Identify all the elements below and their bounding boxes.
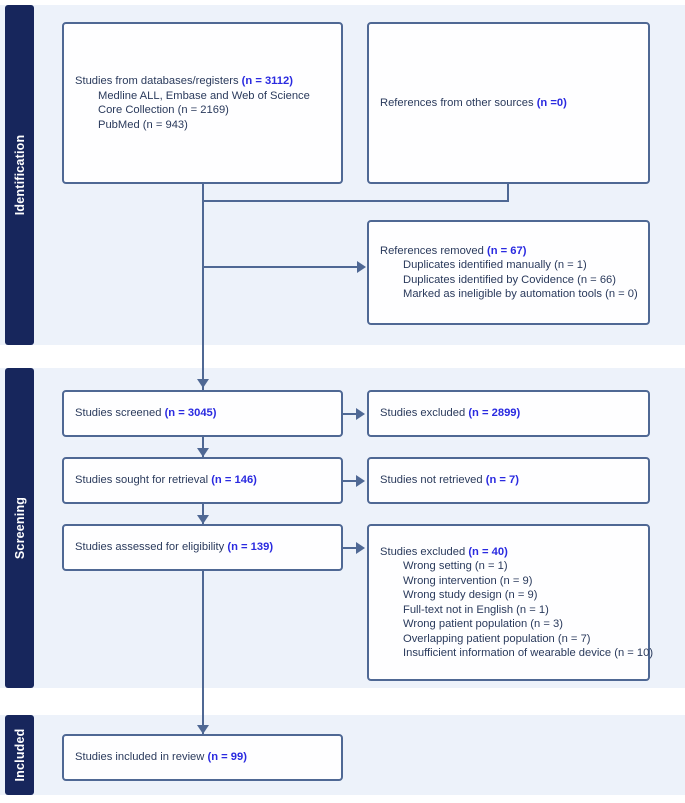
box-studies-assessed-eligibility: Studies assessed for eligibility (n = 13… bbox=[62, 524, 343, 571]
box-assessed-heading-text: Studies assessed for eligibility bbox=[75, 541, 228, 554]
box-databases-heading-text: Studies from databases/registers bbox=[75, 75, 242, 87]
box-removed-sub-0: Duplicates identified manually (n = 1) bbox=[403, 259, 587, 271]
box-databases-heading: Studies from databases/registers (n = 31… bbox=[75, 74, 330, 89]
box-assessed-count: (n = 139) bbox=[227, 541, 274, 554]
box-excluded-eligibility-sub-1: Wrong intervention (n = 9) bbox=[403, 574, 533, 587]
box-studies-excluded-screening: Studies excluded (n = 2899) bbox=[367, 390, 650, 437]
connector-assessed-to-included bbox=[202, 571, 204, 734]
stage-tab-included: Included bbox=[5, 715, 34, 795]
box-studies-excluded-eligibility: Studies excluded (n = 40) Wrong setting … bbox=[367, 524, 654, 681]
box-other-sources-count: (n =0) bbox=[536, 96, 567, 109]
box-removed-heading-text: References removed bbox=[380, 244, 487, 257]
arrowhead-to-studies-screened-icon bbox=[197, 379, 209, 388]
stage-tab-screening: Screening bbox=[5, 368, 34, 688]
box-excluded-screening-heading: Studies excluded (n = 2899) bbox=[380, 406, 637, 421]
box-included-count: (n = 99) bbox=[207, 751, 247, 764]
arrowhead-to-references-removed-icon bbox=[357, 261, 366, 273]
box-databases-count: (n = 3112) bbox=[241, 75, 293, 87]
box-databases-sub-1: Core Collection (n = 2169) bbox=[98, 104, 229, 116]
arrowhead-to-assessed-eligibility-icon bbox=[197, 515, 209, 524]
connector-screened-to-sought bbox=[202, 437, 204, 457]
box-removed-sub-1: Duplicates identified by Covidence (n = … bbox=[403, 273, 616, 286]
connector-screened-to-excluded bbox=[343, 413, 363, 415]
arrowhead-to-sought-retrieval-icon bbox=[197, 448, 209, 457]
connector-to-references-removed bbox=[202, 266, 359, 268]
connector-databases-stub bbox=[202, 184, 204, 202]
box-references-removed: References removed (n = 67) Duplicates i… bbox=[367, 220, 650, 325]
box-studies-from-databases: Studies from databases/registers (n = 31… bbox=[62, 22, 343, 184]
box-excluded-eligibility-sub-2: Wrong study design (n = 9) bbox=[403, 589, 538, 601]
box-not-retrieved-heading-text: Studies not retrieved bbox=[380, 474, 486, 487]
connector-assessed-to-excluded bbox=[343, 547, 363, 549]
box-not-retrieved-heading: Studies not retrieved (n = 7) bbox=[380, 473, 637, 488]
box-removed-heading: References removed (n = 67) bbox=[380, 244, 637, 259]
arrowhead-to-studies-included-icon bbox=[197, 725, 209, 734]
box-databases-sub-0: Medline ALL, Embase and Web of Science bbox=[98, 89, 310, 102]
box-sought-heading: Studies sought for retrieval (n = 146) bbox=[75, 473, 330, 488]
stage-tab-identification: Identification bbox=[5, 5, 34, 345]
box-studies-screened: Studies screened (n = 3045) bbox=[62, 390, 343, 437]
box-excluded-eligibility-sub-6: Insufficient information of wearable dev… bbox=[403, 647, 654, 659]
box-studies-not-retrieved: Studies not retrieved (n = 7) bbox=[367, 457, 650, 504]
box-removed-count: (n = 67) bbox=[486, 244, 527, 257]
arrowhead-to-not-retrieved-icon bbox=[356, 475, 365, 487]
box-sought-count: (n = 146) bbox=[211, 474, 257, 487]
arrowhead-to-excluded-eligibility-icon bbox=[356, 542, 365, 554]
box-other-sources-heading: References from other sources (n =0) bbox=[380, 96, 637, 111]
connector-other-sources-stub bbox=[507, 184, 509, 202]
box-included-heading-text: Studies included in review bbox=[75, 751, 208, 764]
box-included-heading: Studies included in review (n = 99) bbox=[75, 750, 330, 765]
stage-label-included: Included bbox=[12, 728, 27, 782]
box-excluded-screening-heading-text: Studies excluded bbox=[380, 407, 469, 420]
box-excluded-eligibility-sub-3: Full-text not in English (n = 1) bbox=[403, 603, 549, 616]
box-studies-sought-retrieval: Studies sought for retrieval (n = 146) bbox=[62, 457, 343, 504]
stage-label-identification: Identification bbox=[12, 134, 27, 216]
box-other-sources-heading-text: References from other sources bbox=[380, 96, 537, 109]
box-excluded-screening-count: (n = 2899) bbox=[468, 407, 521, 420]
box-excluded-eligibility-heading: Studies excluded (n = 40) bbox=[380, 545, 637, 560]
connector-main-vertical-identification bbox=[202, 200, 204, 390]
box-screened-heading-text: Studies screened bbox=[75, 407, 165, 420]
box-excluded-eligibility-count: (n = 40) bbox=[468, 545, 508, 558]
box-excluded-eligibility-sub-5: Overlapping patient population (n = 7) bbox=[403, 632, 591, 645]
box-excluded-eligibility-heading-text: Studies excluded bbox=[380, 545, 469, 558]
connector-sought-to-assessed bbox=[202, 504, 204, 524]
box-assessed-heading: Studies assessed for eligibility (n = 13… bbox=[75, 540, 330, 555]
box-excluded-eligibility-sub-0: Wrong setting (n = 1) bbox=[403, 560, 508, 572]
box-databases-sub-2: PubMed (n = 943) bbox=[98, 118, 188, 131]
box-excluded-eligibility-sub-4: Wrong patient population (n = 3) bbox=[403, 618, 563, 630]
box-screened-count: (n = 3045) bbox=[164, 407, 217, 420]
stage-label-screening: Screening bbox=[12, 496, 27, 560]
connector-identification-join bbox=[202, 200, 509, 202]
connector-sought-to-not-retrieved bbox=[343, 480, 363, 482]
box-studies-included-in-review: Studies included in review (n = 99) bbox=[62, 734, 343, 781]
box-removed-sub-2: Marked as ineligible by automation tools… bbox=[403, 288, 638, 300]
box-references-other-sources: References from other sources (n =0) bbox=[367, 22, 650, 184]
box-not-retrieved-count: (n = 7) bbox=[485, 474, 519, 487]
arrowhead-to-excluded-screening-icon bbox=[356, 408, 365, 420]
box-screened-heading: Studies screened (n = 3045) bbox=[75, 406, 330, 421]
box-sought-heading-text: Studies sought for retrieval bbox=[75, 474, 212, 487]
